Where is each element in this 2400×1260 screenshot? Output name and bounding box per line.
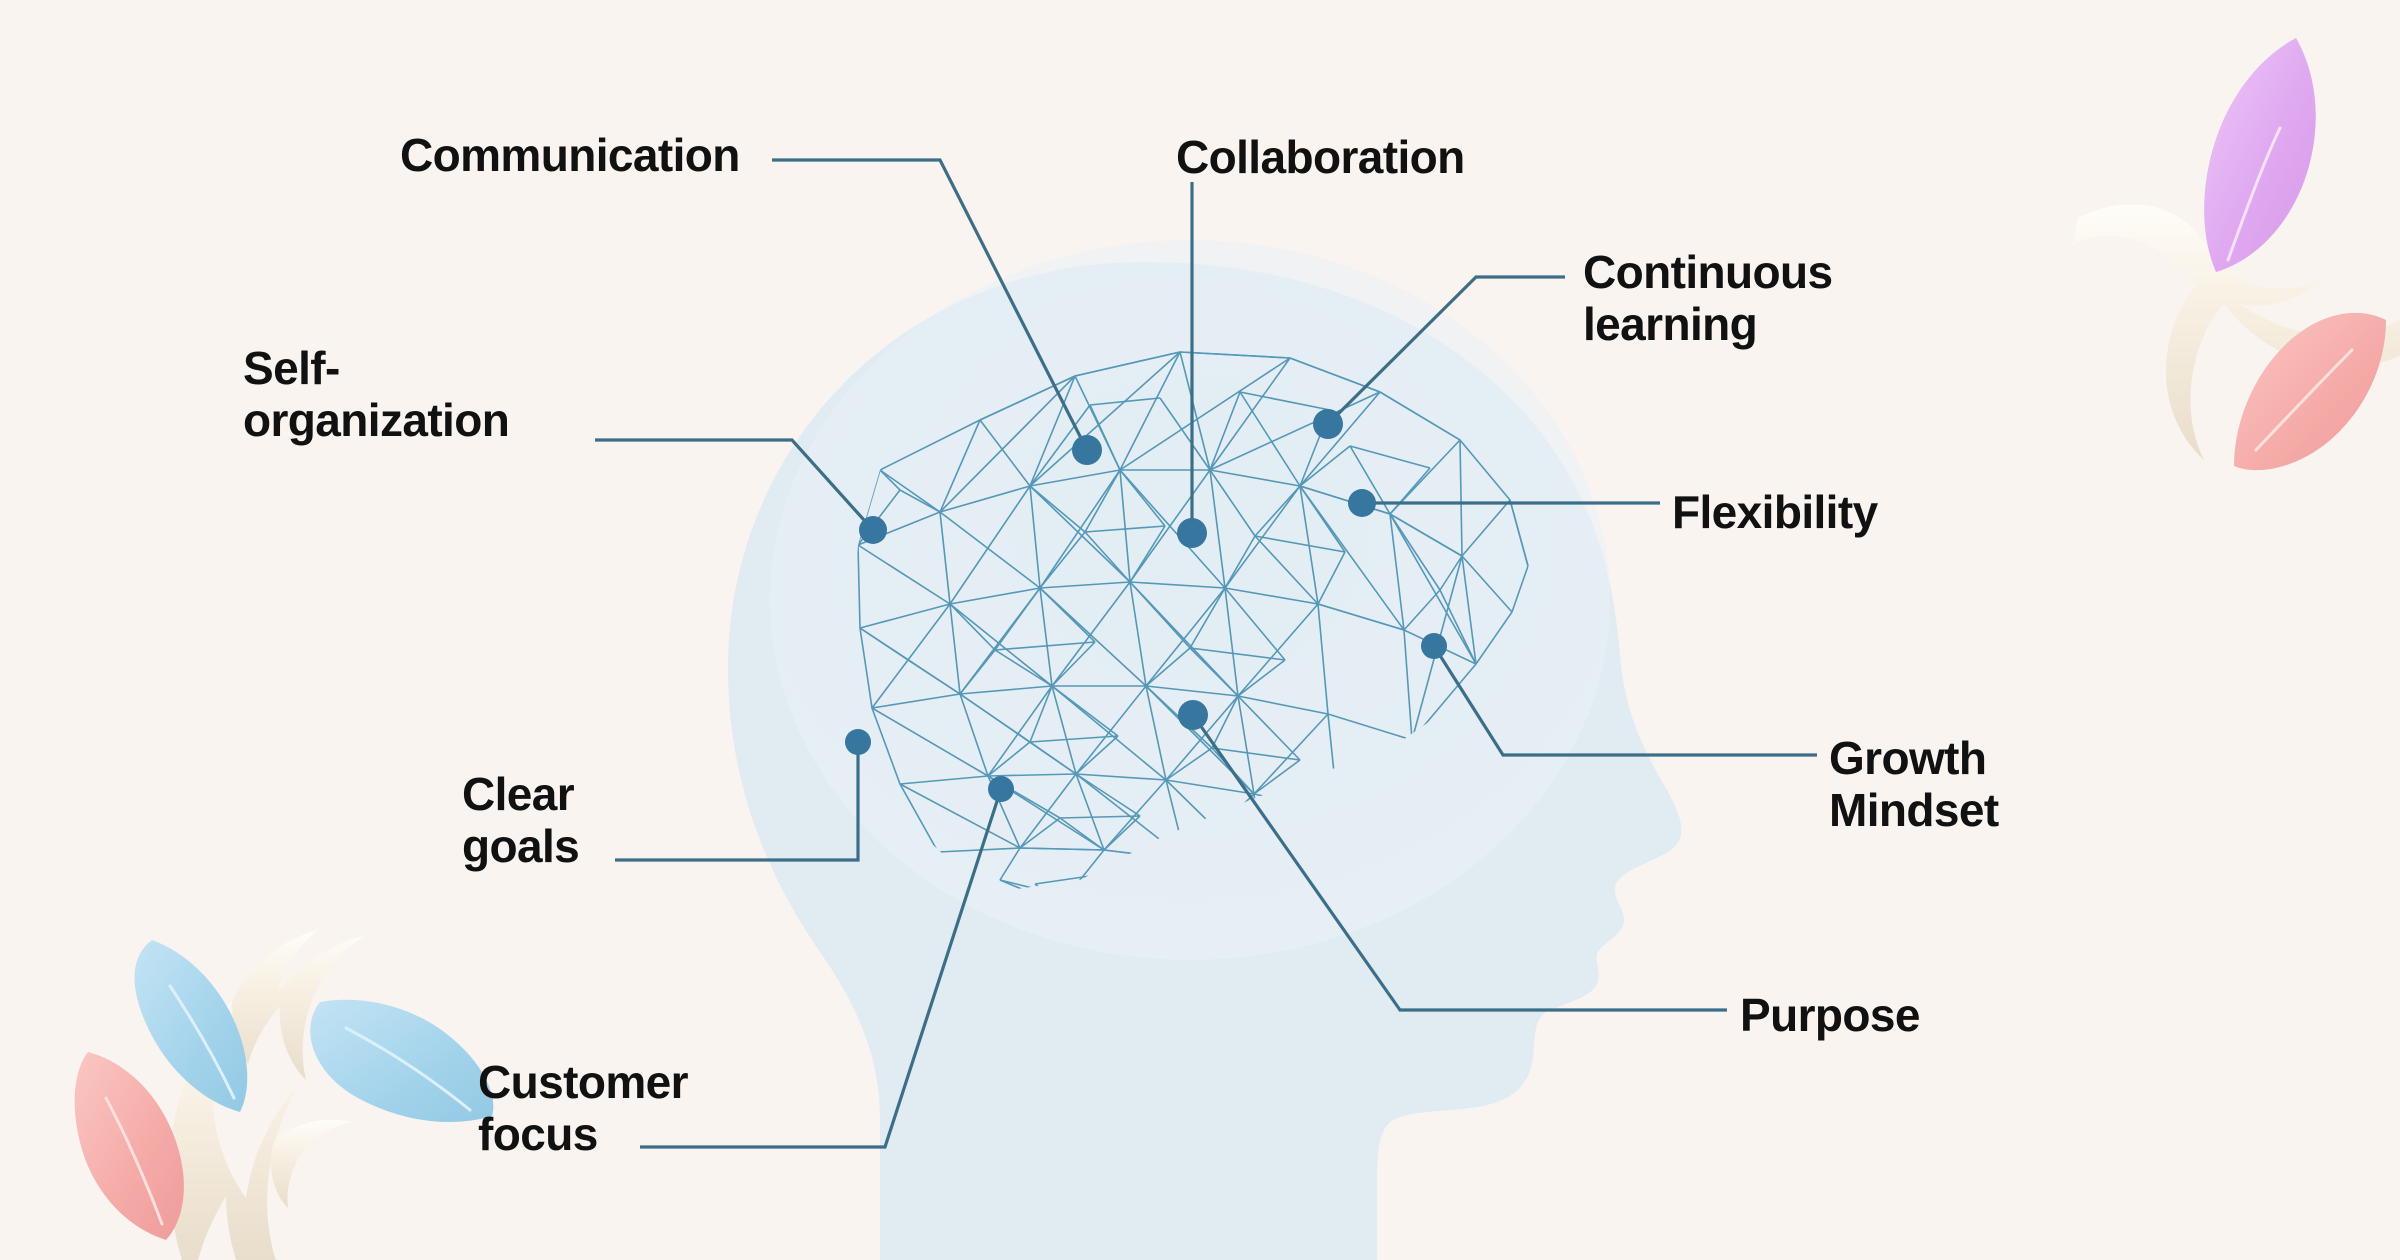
node-communication[interactable]: [1072, 435, 1102, 465]
node-customer-focus[interactable]: [988, 776, 1014, 802]
network-nodes: [845, 409, 1447, 802]
leaf-pink-lower-vein: [104, 1096, 164, 1226]
connector-growth-mindset: [1432, 645, 1817, 757]
label-growth-mindset[interactable]: Growth Mindset: [1829, 732, 1999, 836]
connector-communication: [772, 158, 1089, 451]
connector-lines: [595, 158, 1817, 1149]
label-continuous-learning[interactable]: Continuous learning: [1583, 246, 1833, 350]
leaf-blue-right-vein: [344, 1026, 472, 1112]
connector-customer-focus: [640, 788, 1003, 1149]
label-self-organization[interactable]: Self- organization: [243, 342, 510, 446]
leaf-pink-vein: [2254, 348, 2354, 452]
label-customer-focus[interactable]: Customer focus: [478, 1056, 689, 1160]
connector-purpose: [1191, 714, 1727, 1012]
leaf-blue-upper-vein: [168, 984, 236, 1100]
connector-self-organization: [595, 438, 875, 532]
connector-clear-goals: [615, 742, 860, 862]
node-self-organization[interactable]: [859, 516, 887, 544]
stem-bottom-left-branch-2: [270, 1119, 352, 1208]
label-collaboration[interactable]: Collaboration: [1176, 131, 1465, 183]
brain-halo: [770, 240, 1610, 960]
node-purpose[interactable]: [1178, 700, 1208, 730]
sprout-bottom-left: [74, 930, 494, 1260]
label-clear-goals[interactable]: Clear goals: [462, 768, 580, 872]
stem-bottom-left-branch: [232, 930, 364, 1080]
node-clear-goals[interactable]: [845, 729, 871, 755]
leaf-purple-vein: [2226, 126, 2282, 262]
node-continuous-learning[interactable]: [1313, 409, 1343, 439]
sprout-top-right: [2072, 38, 2400, 471]
brain-network-mesh: [857, 351, 1529, 890]
node-flexibility[interactable]: [1348, 489, 1376, 517]
stem-top-right: [2072, 204, 2400, 460]
connector-continuous-learning: [1326, 275, 1565, 426]
label-communication[interactable]: Communication: [400, 129, 740, 181]
label-purpose[interactable]: Purpose: [1740, 989, 1920, 1041]
node-collaboration[interactable]: [1177, 518, 1207, 548]
node-growth-mindset[interactable]: [1421, 633, 1447, 659]
leaf-purple: [2204, 38, 2316, 272]
label-flexibility[interactable]: Flexibility: [1672, 486, 1878, 538]
